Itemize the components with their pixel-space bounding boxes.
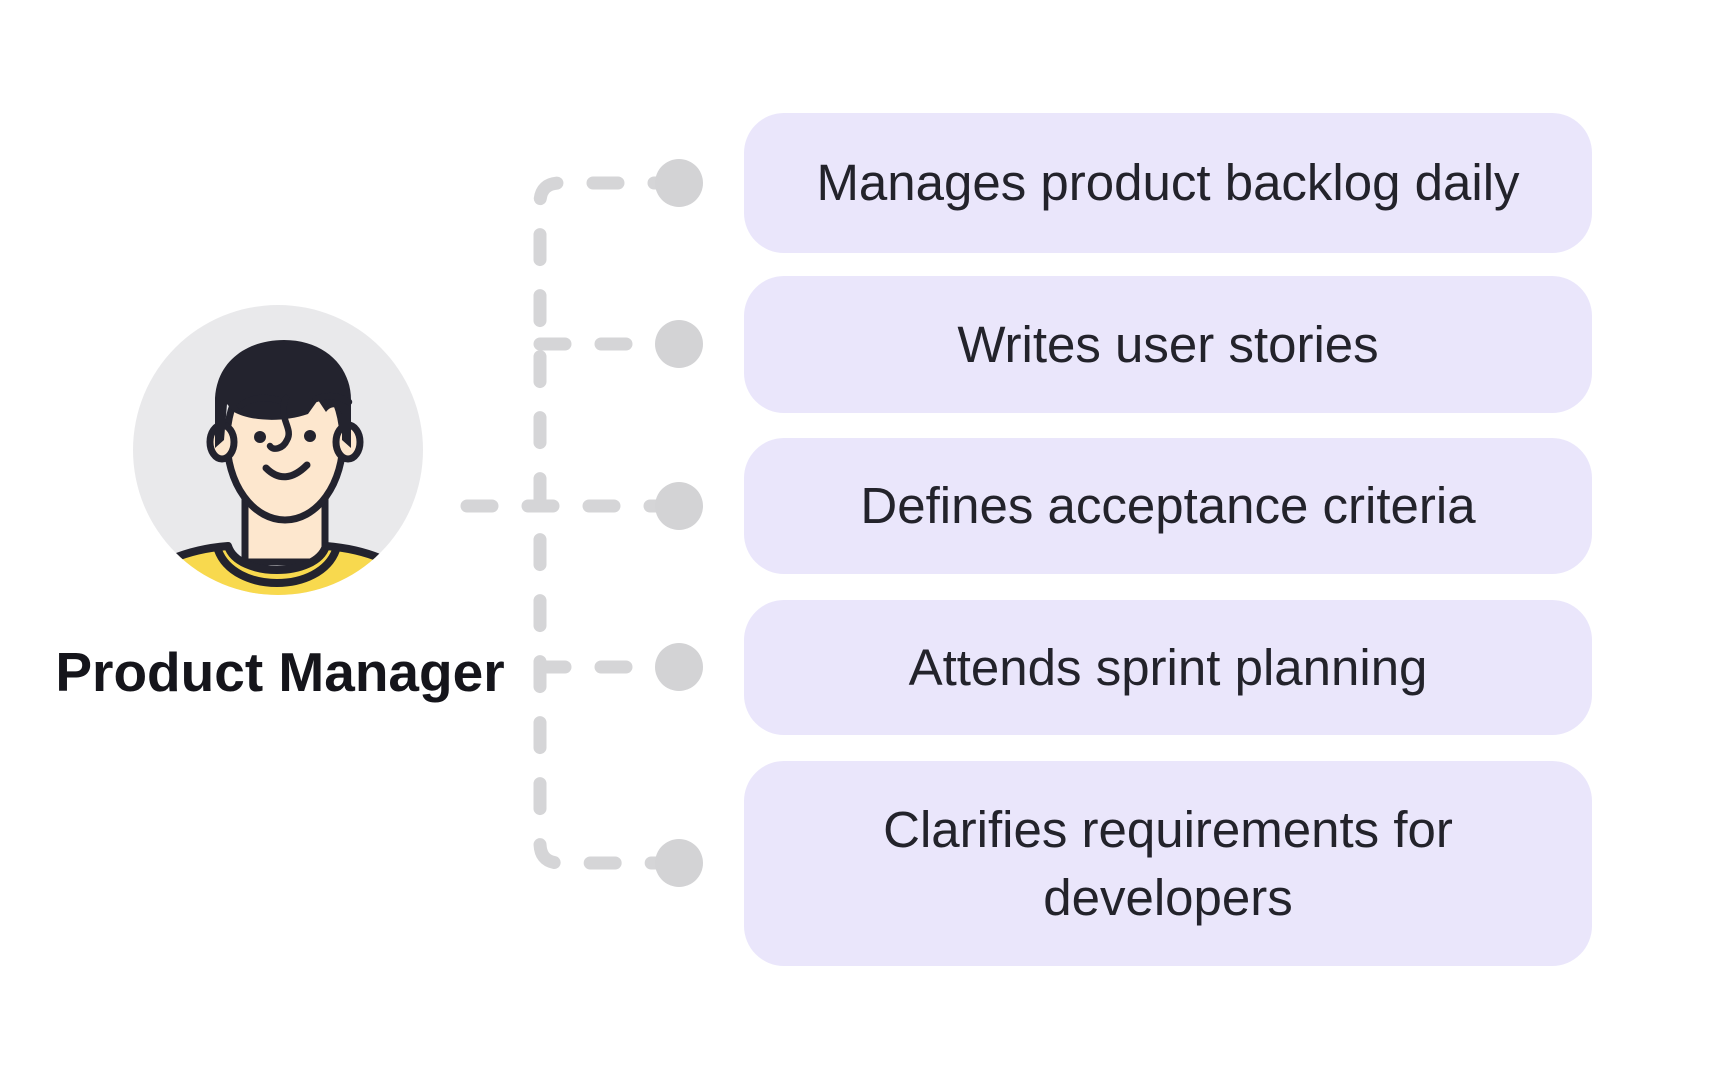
avatar-hair (215, 340, 351, 448)
avatar-eye-right (304, 430, 316, 442)
responsibility-card: Defines acceptance criteria (744, 438, 1592, 574)
responsibility-card: Clarifies requirements for developers (744, 761, 1592, 966)
role-avatar (120, 290, 450, 620)
responsibility-label: Attends sprint planning (908, 638, 1428, 696)
responsibility-label: Manages product backlog daily (816, 154, 1520, 212)
avatar-eye-left (254, 431, 266, 443)
role-title: Product Manager (55, 641, 505, 703)
connector-dot (655, 320, 703, 368)
connector-dot (655, 643, 703, 691)
connector-dot (655, 159, 703, 207)
avatar-mouth (262, 461, 311, 481)
connector-dot (655, 839, 703, 887)
avatar-nose (266, 394, 292, 452)
connector-dot (655, 482, 703, 530)
connector-dots (655, 159, 703, 887)
avatar-illustration (133, 305, 423, 595)
avatar-collar-ring (214, 546, 340, 587)
avatar-brow-right (312, 392, 353, 406)
avatar-brow-left (236, 394, 282, 410)
responsibility-label: Clarifies requirements for developers (883, 801, 1453, 926)
responsibility-card: Attends sprint planning (744, 600, 1592, 735)
responsibility-label: Defines acceptance criteria (860, 477, 1476, 535)
responsibility-card: Manages product backlog daily (744, 113, 1592, 253)
connector-trunk (533, 176, 686, 870)
responsibility-label: Writes user stories (957, 315, 1379, 373)
responsibility-card: Writes user stories (744, 276, 1592, 413)
